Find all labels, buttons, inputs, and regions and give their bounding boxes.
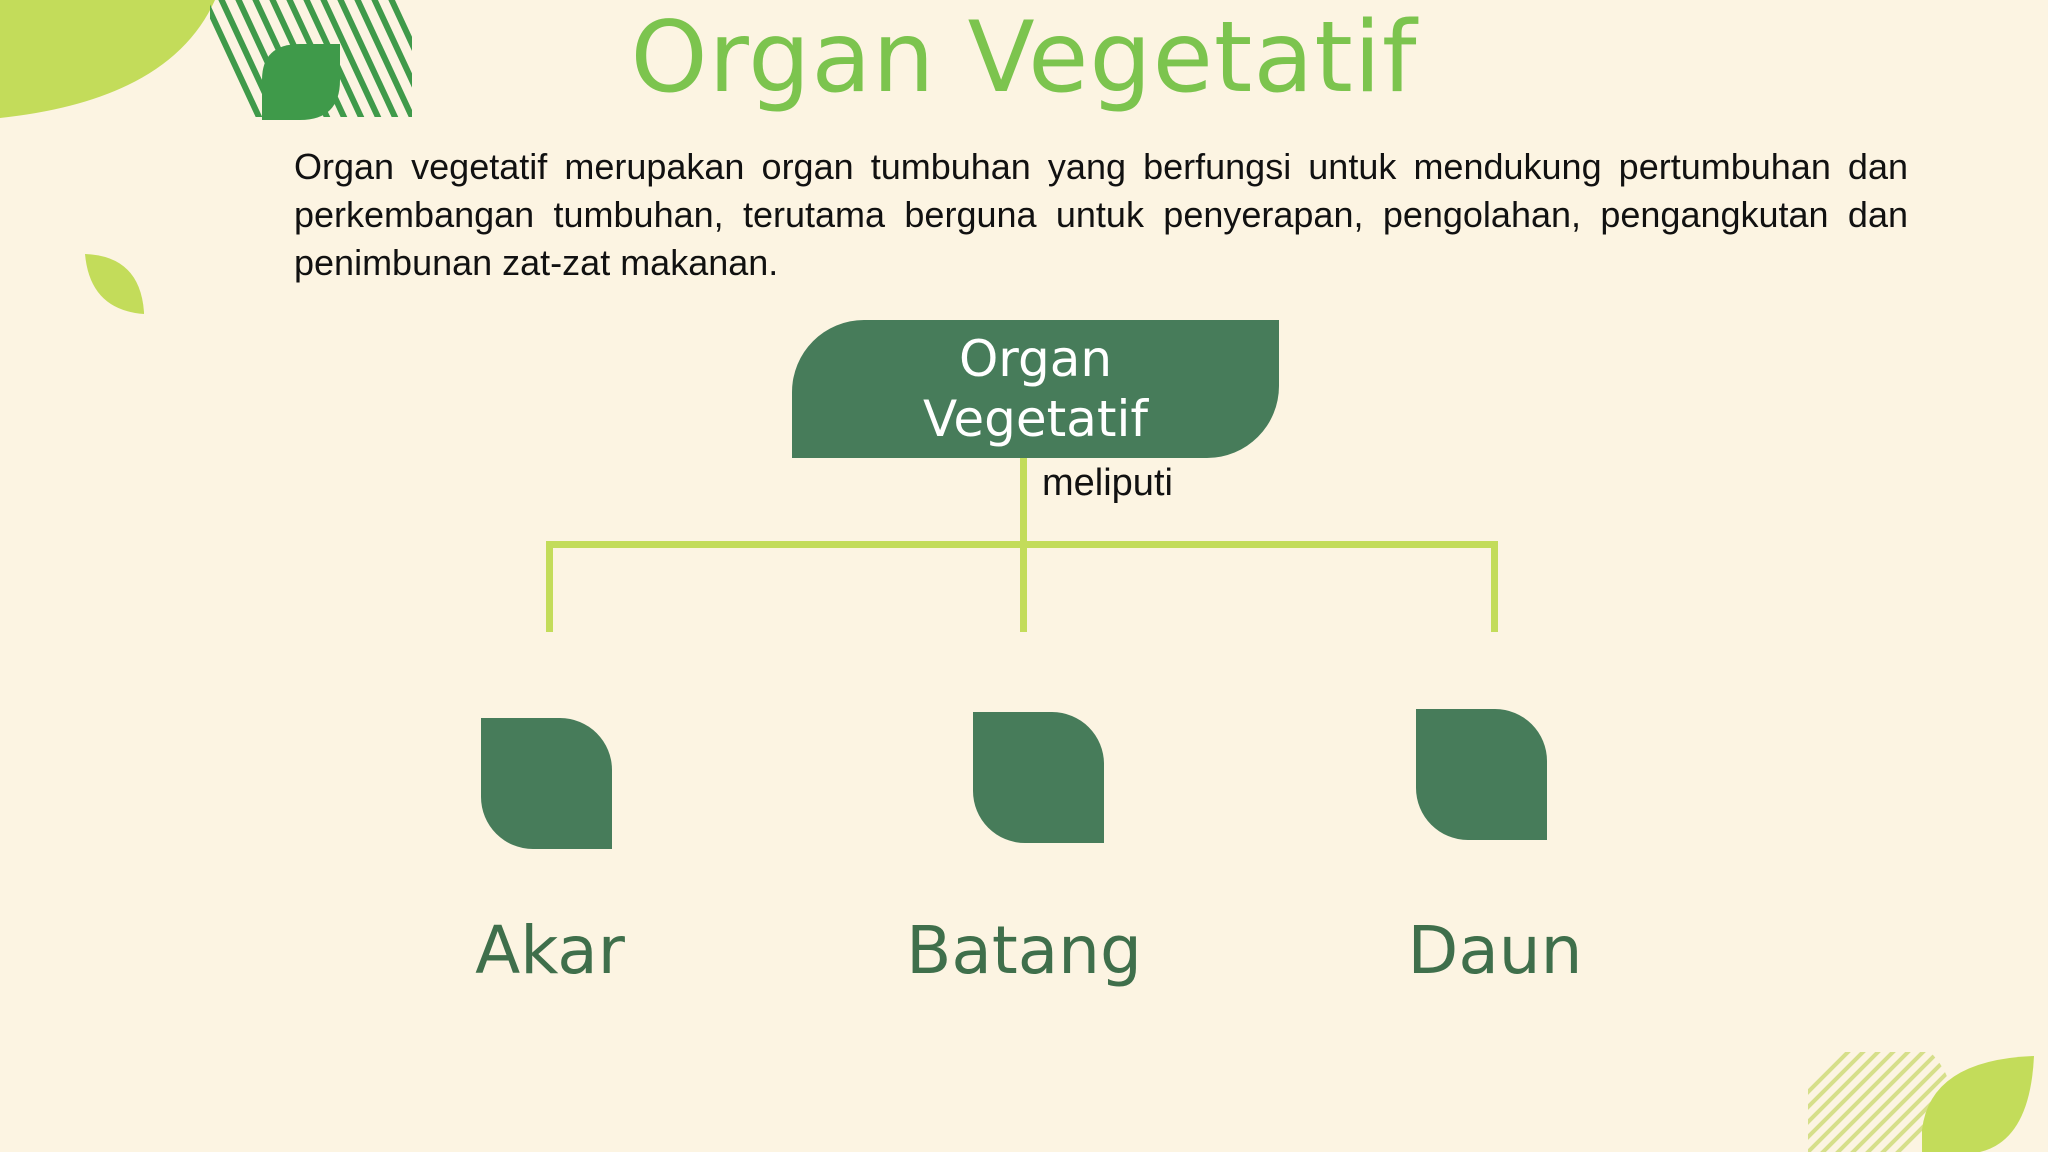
child-label-daun: Daun bbox=[1407, 912, 1583, 989]
leaf-icon-daun bbox=[1416, 709, 1547, 840]
root-node: Organ Vegetatif bbox=[792, 320, 1279, 458]
connector-label: meliputi bbox=[1042, 462, 1173, 504]
slide-description: Organ vegetatif merupakan organ tumbuhan… bbox=[294, 146, 1908, 283]
leaf-icon-batang bbox=[973, 712, 1104, 843]
slide-title: Organ Vegetatif bbox=[630, 1, 1418, 115]
child-label-akar: Akar bbox=[475, 912, 625, 989]
leaf-deco-left bbox=[85, 254, 144, 314]
connector-line-to-akar bbox=[546, 541, 553, 632]
connector-line-to-daun bbox=[1491, 541, 1498, 632]
leaf-deco-bottom-right bbox=[1922, 1056, 2034, 1152]
corner-blob-top-left bbox=[0, 0, 215, 118]
connector-line-horizontal bbox=[546, 541, 1498, 548]
root-node-label: Organ Vegetatif bbox=[923, 330, 1148, 448]
leaf-deco-top-left bbox=[262, 44, 340, 120]
child-label-batang: Batang bbox=[906, 912, 1142, 989]
leaf-icon-akar bbox=[481, 718, 612, 849]
